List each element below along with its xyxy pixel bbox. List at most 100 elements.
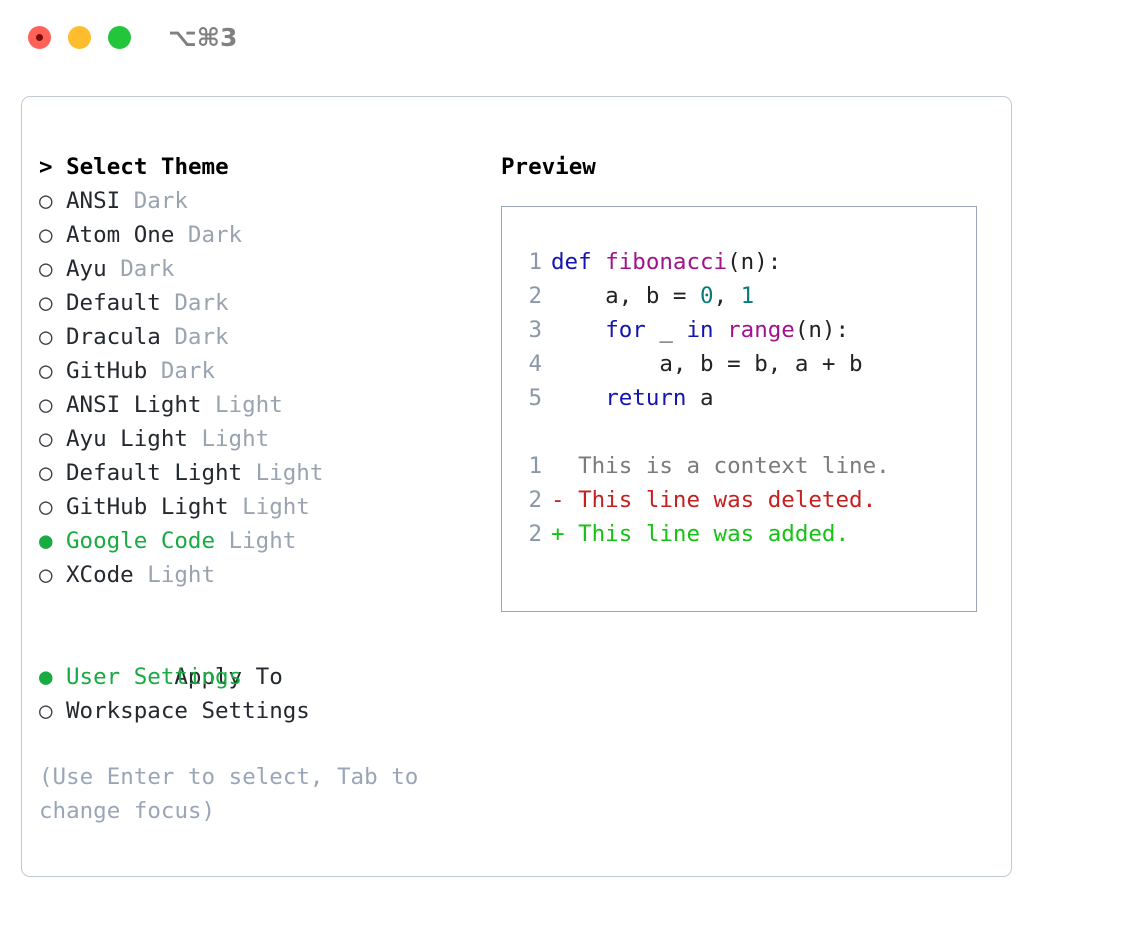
apply-to-option-row[interactable]: ○Workspace Settings — [39, 694, 479, 728]
code-token: 0 — [700, 283, 714, 309]
apply-to-heading: Apply To — [39, 626, 479, 690]
code-token: for — [605, 317, 646, 343]
theme-option-row[interactable]: ○ XCode Light — [39, 558, 479, 592]
diff-line: 2- This line was deleted. — [515, 483, 970, 517]
code-diff-separator — [515, 415, 970, 449]
preview-title: Preview — [501, 154, 596, 180]
diff-marker: - — [551, 487, 579, 513]
theme-option-row[interactable]: ○ANSI Dark — [39, 184, 479, 218]
radio-unselected-icon[interactable]: ○ — [39, 460, 53, 486]
code-line: 1 def fibonacci(n): — [515, 245, 970, 279]
apply-to-heading-label: Apply To — [174, 664, 283, 690]
code-line: 5 return a — [515, 381, 970, 415]
theme-option-row[interactable]: ○ Default Light Light — [39, 456, 479, 490]
theme-option-variant-label: Light — [255, 460, 324, 486]
code-token: (n): — [727, 249, 782, 275]
line-number: 2 — [528, 487, 542, 513]
theme-option-name: GitHub — [66, 358, 148, 384]
radio-unselected-icon[interactable]: ○ — [39, 290, 53, 316]
theme-option-name: Google Code — [66, 528, 216, 554]
radio-unselected-icon[interactable]: ○ — [39, 562, 53, 588]
diff-text: This line was deleted. — [578, 487, 877, 513]
theme-option-name: Default Light — [66, 460, 243, 486]
select-theme-heading: > Select Theme — [39, 154, 229, 180]
radio-unselected-icon[interactable]: ○ — [39, 222, 53, 248]
code-token: in — [686, 317, 714, 343]
theme-option-row[interactable]: ○GitHub Light Light — [39, 490, 479, 524]
radio-unselected-icon[interactable]: ○ — [39, 698, 53, 724]
theme-option-variant-label: Dark — [187, 222, 243, 248]
line-number: 1 — [528, 249, 542, 275]
radio-unselected-icon[interactable]: ○ — [39, 358, 53, 384]
diff-marker — [551, 453, 578, 479]
line-number: 4 — [528, 351, 542, 377]
line-number: 3 — [528, 317, 542, 343]
theme-option-variant-label: Light — [228, 528, 297, 554]
radio-selected-icon[interactable]: ● — [39, 528, 53, 554]
apply-to-option-row[interactable]: ● User Settings — [39, 660, 479, 694]
theme-option-row[interactable]: ○ GitHub Dark — [39, 354, 479, 388]
minimize-window-icon[interactable] — [68, 26, 91, 49]
code-token — [551, 385, 605, 411]
code-token: , — [713, 283, 741, 309]
close-window-icon[interactable] — [28, 26, 51, 49]
theme-option-name: Ayu — [66, 256, 107, 282]
theme-option-variant-label: Dark — [174, 290, 229, 316]
theme-option-name: Dracula — [66, 324, 161, 350]
theme-option-row[interactable]: ○ Atom One Dark — [39, 218, 479, 252]
theme-option-row[interactable]: ○ANSI Light Light — [39, 388, 479, 422]
theme-option-row[interactable]: ○ Ayu Dark — [39, 252, 479, 286]
code-line: 4 a, b = b, a + b — [515, 347, 970, 381]
diff-line: 2+ This line was added. — [515, 517, 970, 551]
keyboard-shortcut-label: ⌥⌘3 — [168, 23, 238, 52]
code-token: fibonacci — [605, 249, 728, 275]
theme-option-variant-label: Dark — [133, 188, 188, 214]
code-line: 3 for _ in range(n): — [515, 313, 970, 347]
list-spacer — [39, 592, 479, 626]
diff-line: 1 This is a context line. — [515, 449, 970, 483]
code-token: a, b = b, a + b — [551, 351, 863, 377]
theme-option-name: ANSI Light — [66, 392, 202, 418]
theme-option-variant-label: Light — [201, 426, 270, 452]
code-token: range — [727, 317, 795, 343]
theme-option-list: ○ANSI Dark○Atom One Dark○Ayu Dark○Defaul… — [39, 184, 479, 592]
code-token: a — [686, 385, 714, 411]
code-token — [714, 317, 728, 343]
code-token: (n): — [794, 317, 850, 343]
theme-option-name: Default — [66, 290, 161, 316]
zoom-window-icon[interactable] — [108, 26, 131, 49]
radio-unselected-icon[interactable]: ○ — [39, 256, 53, 282]
theme-option-row[interactable]: ○Dracula Dark — [39, 320, 479, 354]
radio-unselected-icon[interactable]: ○ — [39, 494, 53, 520]
code-token: def — [551, 249, 606, 275]
diff-text: This is a context line. — [578, 453, 890, 479]
radio-selected-icon[interactable]: ● — [39, 664, 53, 690]
theme-option-variant-label: Dark — [120, 256, 175, 282]
radio-unselected-icon[interactable]: ○ — [39, 426, 53, 452]
code-line: 2 a, b = 0, 1 — [515, 279, 970, 313]
theme-option-row[interactable]: ○ Default Dark — [39, 286, 479, 320]
apply-to-option-name: User Settings — [66, 664, 243, 690]
theme-option-variant-label: Light — [147, 562, 216, 588]
radio-unselected-icon[interactable]: ○ — [39, 392, 53, 418]
code-token: a, b = — [551, 283, 701, 309]
theme-option-variant-label: Dark — [160, 358, 216, 384]
line-number: 5 — [528, 385, 542, 411]
theme-option-name: Atom One — [66, 222, 175, 248]
diff-sample: 1 This is a context line.2- This line wa… — [515, 449, 970, 551]
radio-unselected-icon[interactable]: ○ — [39, 324, 53, 350]
title-bar: ⌥⌘3 — [0, 0, 1140, 78]
theme-option-row[interactable]: ○Ayu Light Light — [39, 422, 479, 456]
diff-marker: + — [551, 521, 579, 547]
code-token — [551, 317, 605, 343]
theme-picker-panel: > Select Theme ○ANSI Dark○Atom One Dark○… — [21, 96, 1012, 877]
radio-unselected-icon[interactable]: ○ — [39, 188, 53, 214]
traffic-light-buttons — [28, 26, 131, 49]
theme-option-row[interactable]: ● Google Code Light — [39, 524, 479, 558]
theme-option-name: XCode — [66, 562, 134, 588]
